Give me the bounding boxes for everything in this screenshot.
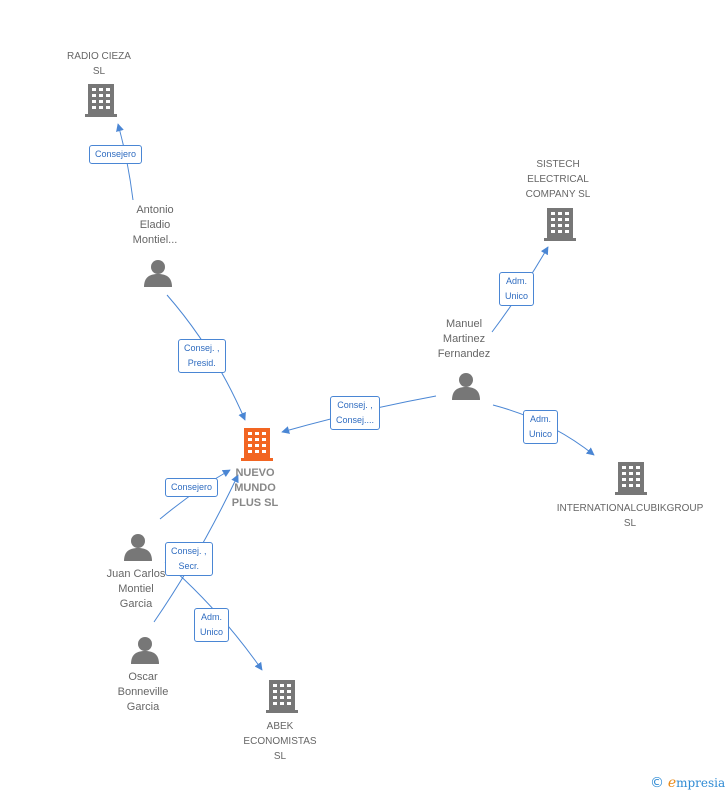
antonio-person-icon[interactable] [144,260,172,287]
abek-building-icon[interactable] [266,680,298,713]
edge-label-oscar-nuevo: Consej. , Secr. [165,542,213,576]
edge-label-antonio-nuevo: Consej. , Presid. [178,339,226,373]
antonio-label[interactable]: Antonio Eladio Montiel... [132,204,178,246]
international-building-icon[interactable] [615,462,647,495]
nuevo-mundo-label[interactable]: NUEVO MUNDO PLUS SL [231,467,279,509]
copyright-symbol: © [650,775,664,791]
edge-label-manuel-sistech: Adm. Unico [499,272,535,306]
brand-name: mpresia [676,776,726,790]
oscar-person-icon[interactable] [131,637,159,664]
edge-label-juan-nuevo: Consejero [165,478,219,497]
radio-cieza-building-icon[interactable] [85,84,117,117]
edge-label-juan-abek: Adm. Unico [194,608,230,642]
sistech-label[interactable]: SISTECH ELECTRICAL COMPANY SL [525,159,591,200]
nuevo-mundo-building-icon[interactable] [241,428,273,461]
international-label[interactable]: INTERNATIONALCUBIKGROUP SL [556,503,704,529]
manuel-label[interactable]: Manuel Martinez Fernandez [437,318,491,360]
edge-label-antonio-radio: Consejero [89,145,143,164]
abek-label[interactable]: ABEK ECONOMISTAS SL [243,721,317,762]
juan-carlos-label[interactable]: Juan Carlos Montiel Garcia [106,568,166,610]
manuel-person-icon[interactable] [452,373,480,400]
radio-cieza-label[interactable]: RADIO CIEZA SL [67,51,131,77]
edge-label-manuel-nuevo: Consej. , Consej.... [330,396,381,430]
brand-initial: e [667,775,677,791]
copyright-brand[interactable]: © empresia [650,775,725,791]
edge-label-manuel-international: Adm. Unico [523,410,559,444]
oscar-label[interactable]: Oscar Bonneville Garcia [117,671,169,713]
juan-carlos-person-icon[interactable] [124,534,152,561]
sistech-building-icon[interactable] [544,208,576,241]
